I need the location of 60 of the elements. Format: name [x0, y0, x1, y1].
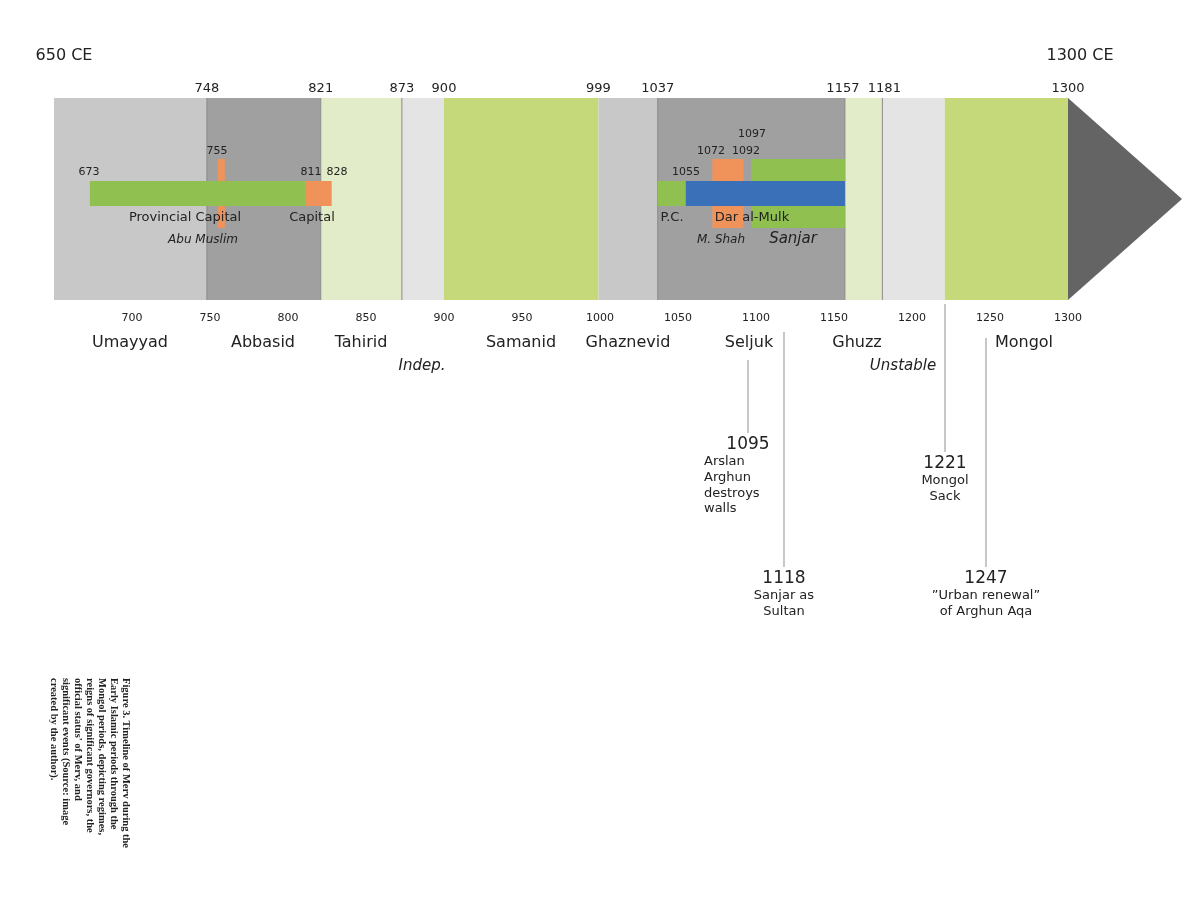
governor-label: Sanjar [769, 229, 817, 247]
year-label: 755 [206, 144, 228, 158]
status-label: Dar al-Mulk [714, 209, 790, 225]
year-label: 673 [78, 165, 100, 179]
axis-tick-label: 750 [199, 311, 221, 325]
leader-line [783, 331, 785, 568]
event-year: 1247 [964, 567, 1008, 588]
year-label: 1157 [826, 80, 860, 96]
governor-label: Abu Muslim [168, 233, 238, 247]
axis-tick-label: 1000 [586, 311, 614, 325]
year-label: 811 [300, 165, 322, 179]
axis-tick-label: 1300 [1054, 311, 1082, 325]
year-label: 821 [308, 80, 334, 96]
year-label: 1055 [672, 165, 700, 179]
year-label: 999 [586, 80, 611, 96]
regime-label: Umayyad [92, 333, 168, 351]
event-year: 1221 [923, 452, 967, 473]
axis-tick-label: 1150 [820, 311, 848, 325]
axis-tick-label: 1100 [742, 311, 770, 325]
year-label: 1300 [1051, 80, 1085, 96]
year-label: 748 [194, 80, 220, 96]
axis-tick-label: 1050 [664, 311, 692, 325]
leader-line [985, 337, 987, 568]
regime-label: Ghaznevid [585, 333, 671, 351]
figure-caption: Figure 3. Timeline of Merv during the Early Islamic periods through the Mongol periods, depicting regimes, reigns of significant governors, the official status' of Merv, and significant events (Source: image created by the author). [48, 678, 133, 850]
year-label: 1181 [867, 80, 901, 96]
axis-tick-label: 850 [355, 311, 377, 325]
regime-label: Ghuzz [832, 333, 882, 351]
year-label: 1097 [738, 127, 766, 141]
year-label: 873 [389, 80, 415, 96]
axis-tick-label: 1250 [976, 311, 1004, 325]
event-year: 1095 [726, 433, 770, 454]
regime-label: Tahirid [334, 333, 388, 351]
regime-label: Abbasid [231, 333, 295, 351]
event-year: 1118 [762, 567, 806, 588]
year-label: 1037 [641, 80, 675, 96]
event-description: Mongol Sack [920, 472, 970, 504]
timeline-start-label: 650 CE [35, 46, 93, 64]
status-label: P.C. [660, 209, 684, 225]
regime-label: Samanid [485, 333, 557, 351]
regime-label: Unstable [869, 356, 937, 374]
year-label: 1072 [697, 144, 725, 158]
event-description: Sanjar as Sultan [752, 587, 816, 619]
year-label: 900 [431, 80, 457, 96]
event-description: Arslan Arghun destroys walls [704, 453, 761, 516]
governor-label: M. Shah [696, 233, 746, 247]
regime-label: Seljuk [724, 333, 774, 351]
axis-tick-label: 1200 [898, 311, 926, 325]
event-description: ”Urban renewal” of Arghun Aqa [930, 587, 1042, 619]
timeline-end-label: 1300 CE [1046, 46, 1114, 64]
regime-label: Mongol [994, 333, 1054, 351]
year-label: 1092 [732, 144, 760, 158]
axis-tick-label: 900 [433, 311, 455, 325]
leader-line [747, 359, 749, 434]
year-label: 828 [326, 165, 348, 179]
axis-tick-label: 700 [121, 311, 143, 325]
leader-line [944, 303, 946, 453]
axis-tick-label: 950 [511, 311, 533, 325]
regime-label: Indep. [398, 356, 446, 374]
axis-tick-label: 800 [277, 311, 299, 325]
